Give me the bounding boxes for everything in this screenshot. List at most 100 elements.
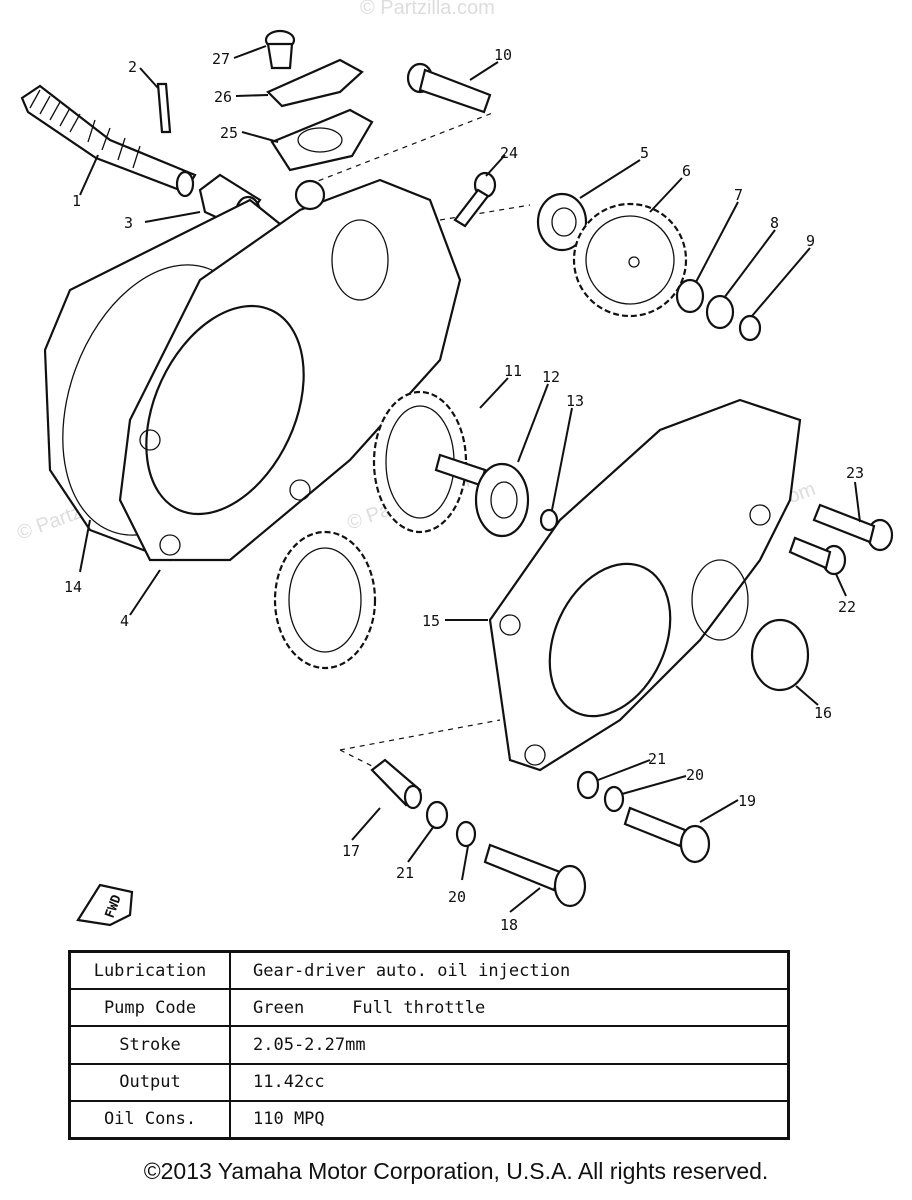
lower-gear-part	[273, 530, 377, 670]
spec-value-secondary: Full throttle	[352, 997, 486, 1018]
spec-value: 2.05-2.27mm	[229, 1025, 790, 1065]
worm-shaft-part	[20, 84, 197, 198]
washer-21-lower-part	[425, 800, 449, 830]
washer-20-lower-part	[455, 820, 477, 848]
leader-2	[139, 67, 159, 89]
assembly-line-pin17	[339, 719, 501, 751]
washer-21-right-part	[576, 770, 600, 800]
leader-25	[241, 131, 279, 143]
leader-6	[649, 177, 683, 213]
leader-1	[79, 154, 99, 196]
callout-18: 18	[500, 916, 518, 934]
callout-11: 11	[504, 362, 522, 380]
washer-8-part	[705, 294, 735, 330]
leader-18	[509, 887, 541, 913]
spec-value-text: Gear-driver auto. oil injection	[253, 960, 571, 981]
callout-15: 15	[422, 612, 440, 630]
callout-16: 16	[814, 704, 832, 722]
callout-10: 10	[494, 46, 512, 64]
circlip-16-part	[750, 618, 810, 692]
leader-9	[751, 247, 811, 317]
callout-21: 21	[648, 750, 666, 768]
assembly-line-shaft	[439, 204, 531, 221]
callout-8: 8	[770, 214, 779, 232]
callout-19: 19	[738, 792, 756, 810]
pin-part	[156, 82, 172, 134]
leader-5	[579, 159, 641, 199]
dowel-17-part	[370, 758, 423, 810]
spec-label: Pump Code	[68, 988, 231, 1028]
upper-gear-part	[572, 202, 688, 318]
spec-value: Gear-driver auto. oil injection	[229, 950, 790, 991]
bolt-18-part	[483, 843, 587, 908]
spec-value-text: 11.42cc	[253, 1072, 325, 1093]
spec-value: 110 MPQ	[229, 1099, 790, 1140]
callout-20: 20	[686, 766, 704, 784]
callout-1: 1	[72, 192, 81, 210]
spec-label: Output	[68, 1062, 231, 1102]
spec-row: Pump Code Green Full throttle	[68, 988, 790, 1028]
short-bolt-part	[453, 171, 497, 228]
leader-22	[835, 573, 847, 597]
leader-21b	[407, 825, 435, 863]
bolt-23-part	[812, 503, 894, 552]
spec-value: 11.42cc	[229, 1062, 790, 1102]
assembly-line-bolt10	[299, 111, 496, 189]
leader-3	[144, 211, 201, 223]
spec-table: Lubrication Gear-driver auto. oil inject…	[68, 950, 790, 1140]
exploded-parts-diagram: © Partzilla.com © Partzilla.com © Partzi…	[14, 0, 894, 934]
leader-11	[479, 377, 509, 409]
washer-7-part	[675, 278, 705, 314]
cover-gasket-part	[270, 108, 374, 172]
callout-17: 17	[342, 842, 360, 860]
callout-4: 4	[120, 612, 129, 630]
long-bolt-part	[406, 62, 492, 114]
spec-value-text: 2.05-2.27mm	[253, 1035, 366, 1055]
cover-plate-part	[266, 58, 364, 108]
callout-13: 13	[566, 392, 584, 410]
clip-13-part	[539, 508, 559, 532]
leader-27	[233, 45, 267, 59]
middle-gear-part	[372, 390, 487, 534]
leader-21	[597, 759, 651, 781]
callout-14: 14	[64, 578, 82, 596]
assembly-line-pin17b	[339, 749, 381, 771]
leader-13	[551, 407, 573, 511]
leader-14	[79, 519, 91, 573]
leader-20b	[461, 845, 469, 881]
spec-value: Green Full throttle	[229, 988, 790, 1028]
callout-25: 25	[220, 124, 238, 142]
leader-16	[795, 685, 819, 706]
leader-4	[129, 569, 161, 616]
spec-row: Stroke 2.05-2.27mm	[68, 1025, 790, 1065]
bearing-lower-part	[474, 462, 530, 538]
bearing-upper-part	[536, 192, 588, 252]
leader-24	[485, 154, 506, 177]
callout-23: 23	[846, 464, 864, 482]
callout-5: 5	[640, 144, 649, 162]
callout-6: 6	[682, 162, 691, 180]
spec-value-text: Green	[253, 997, 305, 1018]
watermark-top: © Partzilla.com	[360, 0, 495, 19]
leader-20	[621, 775, 687, 795]
cover-bolt-part	[264, 29, 296, 70]
callout-21-lower: 21	[396, 864, 414, 882]
callout-7: 7	[734, 186, 743, 204]
pump-cover-part	[488, 398, 802, 772]
callout-9: 9	[806, 232, 815, 250]
spec-label: Stroke	[68, 1025, 231, 1065]
leader-19	[699, 799, 739, 823]
spec-label: Lubrication	[68, 950, 231, 991]
callout-22: 22	[838, 598, 856, 616]
spec-label: Oil Cons.	[68, 1099, 231, 1140]
spec-value-text: 110 MPQ	[253, 1109, 325, 1130]
callout-27: 27	[212, 50, 230, 68]
bolt-19-part	[623, 806, 711, 864]
callout-2: 2	[128, 58, 137, 76]
leader-10	[469, 61, 499, 81]
pump-housing-part	[118, 178, 462, 562]
leader-17	[351, 807, 381, 841]
fwd-arrow-icon: FWD	[76, 883, 134, 927]
callout-3: 3	[124, 214, 133, 232]
callout-24: 24	[500, 144, 518, 162]
